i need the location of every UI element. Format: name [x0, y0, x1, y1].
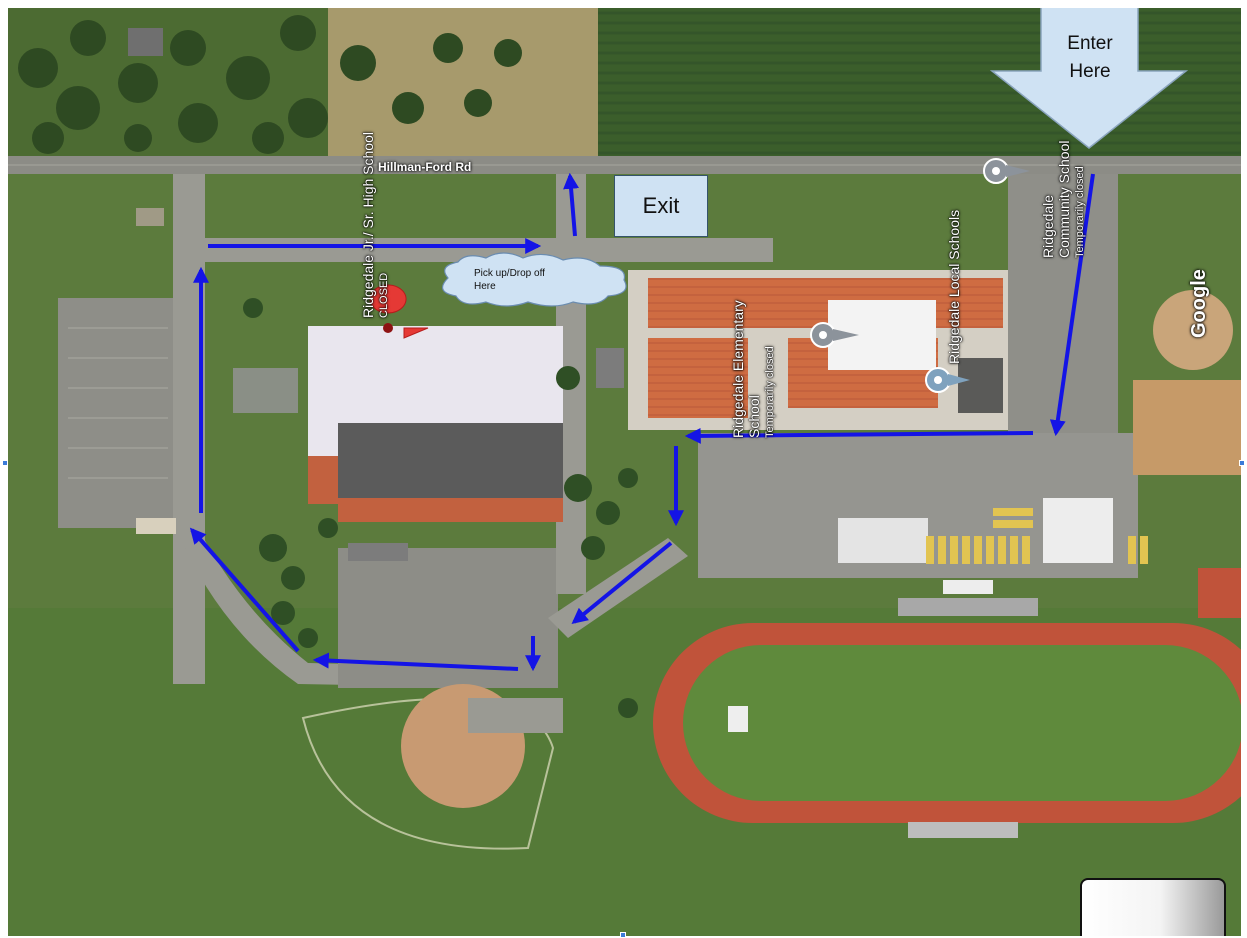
elementary-roof-north	[648, 278, 1003, 328]
jr-sr-high-name: Ridgedale Jr./ Sr. High School	[360, 132, 376, 318]
school-buses	[926, 508, 1148, 564]
exit-label: Exit	[614, 175, 708, 237]
gym-trim	[338, 498, 563, 522]
jr-sr-high-status: CLOSED	[378, 272, 390, 318]
enter-here-arrow	[989, 8, 1189, 149]
community-status: Temporarily closed	[1074, 166, 1086, 258]
pickup-label: Pick up/Drop off Here	[474, 268, 545, 292]
red-map-pin	[369, 284, 429, 339]
place-label-elementary: Ridgedale Elementary School Temporarily …	[730, 288, 778, 438]
selection-handle-right[interactable]	[1239, 460, 1245, 466]
route-arrows	[189, 172, 1095, 672]
southwest-loop-road	[176, 518, 528, 688]
gym-roof	[338, 423, 563, 503]
east-driveway	[1008, 174, 1118, 444]
dry-field	[328, 8, 598, 156]
corner-gradient-box	[1080, 878, 1226, 936]
east-dirt-area	[1133, 380, 1241, 475]
place-label-community: Ridgedale Community School Temporarily c…	[1040, 138, 1088, 259]
selection-handle-left[interactable]	[2, 460, 8, 466]
poi-pin-local-schools	[925, 367, 970, 393]
orchard-trees	[18, 15, 522, 154]
trees	[243, 298, 638, 718]
house	[128, 28, 163, 56]
place-label-jr-sr-high: Ridgedale Jr./ Sr. High School CLOSED	[360, 132, 392, 318]
poi-pin-elementary	[810, 322, 859, 348]
track-infield	[683, 645, 1241, 801]
pickup-cloud	[441, 252, 627, 307]
selection-handle-bottom[interactable]	[620, 932, 626, 938]
east-ballfield	[1153, 290, 1233, 370]
elementary-status: Temporarily closed	[764, 346, 776, 438]
community-name: Ridgedale Community School	[1040, 140, 1072, 259]
road-label: Hillman-Ford Rd	[378, 160, 472, 174]
elementary-roof-west	[648, 338, 748, 418]
google-watermark: Google	[1188, 269, 1210, 338]
west-parking-lot	[58, 298, 173, 528]
poi-pin-community	[983, 158, 1030, 184]
place-label-local-schools: Ridgedale Local Schools	[946, 209, 962, 364]
elementary-name: Ridgedale Elementary School	[730, 300, 762, 438]
